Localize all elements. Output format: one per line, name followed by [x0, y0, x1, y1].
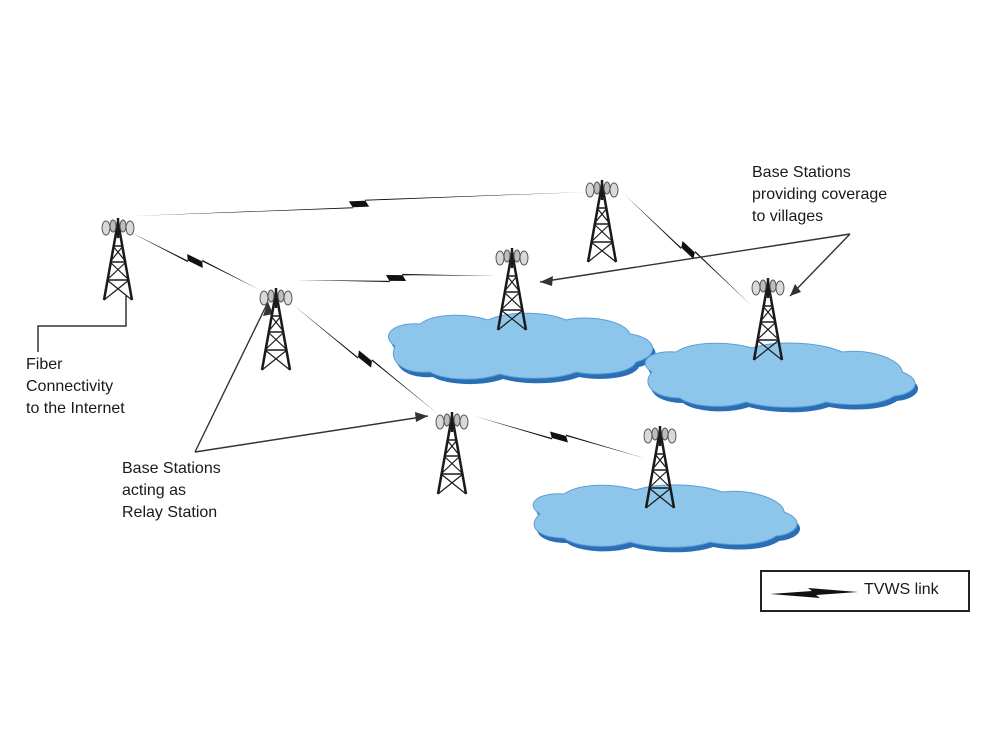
village-cloud-2 — [644, 342, 919, 413]
relay-label-line-1: Base Stations — [122, 460, 221, 477]
fiber-connection-line — [37, 296, 127, 352]
annotation-arrowheads — [263, 276, 801, 422]
fiber-label: Fiber Connectivity to the Internet — [26, 354, 125, 420]
village-cloud-1 — [388, 312, 656, 385]
tvws-link-gateway-relay1 — [130, 232, 260, 290]
villages-label: Base Stations providing coverage to vill… — [752, 162, 887, 228]
relay-label: Base Stations acting as Relay Station — [122, 458, 221, 524]
fiber-label-line-2: Connectivity — [26, 378, 114, 395]
villages-label-line-1: Base Stations — [752, 164, 851, 181]
fiber-label-line-1: Fiber — [26, 356, 63, 373]
tvws-link-legend-icon — [770, 588, 858, 598]
tvws-link-relay1-village1 — [296, 273, 496, 283]
tower-top-relay — [584, 178, 620, 264]
tower-fiber-gateway — [100, 216, 136, 302]
legend: TVWS link — [760, 570, 970, 612]
tower-relay-1 — [258, 286, 294, 372]
annotation-arrows — [194, 233, 851, 453]
villages-label-line-3: to villages — [752, 208, 824, 225]
relay-label-line-2: acting as — [122, 482, 187, 499]
tvws-link-gateway-top — [132, 192, 586, 216]
tvws-links — [130, 192, 752, 458]
legend-label: TVWS link — [864, 581, 939, 598]
tvws-link-relay1-relay2 — [292, 304, 438, 414]
villages-label-line-2: providing coverage — [752, 186, 888, 203]
relay-label-line-3: Relay Station — [122, 504, 218, 521]
tower-relay-2 — [434, 410, 470, 496]
tvws-link-top-village2 — [624, 194, 752, 306]
fiber-label-line-3: to the Internet — [26, 400, 125, 417]
village-cloud-3 — [532, 484, 801, 553]
tvws-link-relay2-village3 — [474, 416, 644, 458]
